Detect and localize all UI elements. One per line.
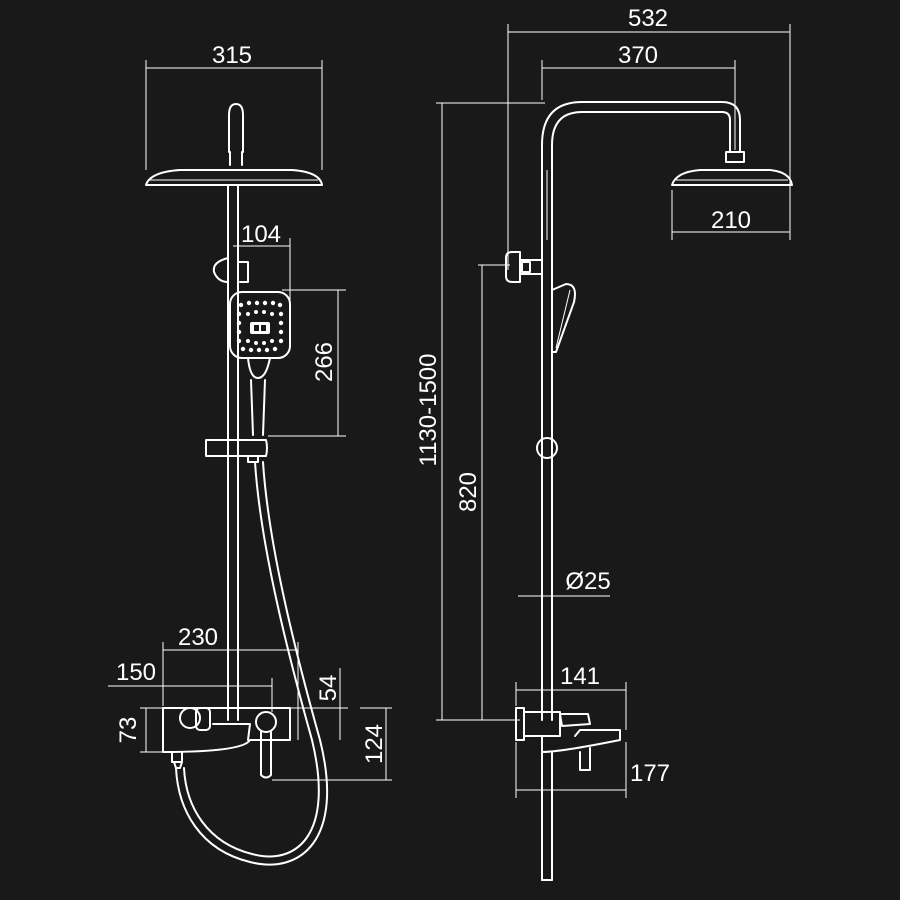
dim-mixer-width-outer: 230 — [178, 624, 218, 651]
hand-shower-head — [229, 291, 291, 359]
side-hand-shower — [551, 283, 576, 353]
dim-riser-height: 820 — [455, 472, 482, 512]
hand-shower-handle — [247, 357, 271, 436]
dim-pipe-diameter: Ø25 — [565, 568, 610, 595]
side-diverter-knob — [505, 251, 543, 283]
front-view — [145, 103, 329, 866]
front-mixer-body — [162, 707, 291, 753]
dim-height-range: 1130-1500 — [415, 354, 442, 467]
side-spout — [541, 729, 621, 753]
dim-overall-width: 532 — [628, 5, 668, 32]
dim-hand-shower-length: 266 — [311, 342, 338, 382]
side-riser-outer — [541, 101, 741, 721]
dim-mixer-height-left: 73 — [115, 717, 142, 744]
hand-shower-nozzles — [236, 300, 284, 353]
front-hose-inner — [183, 461, 320, 858]
side-mixer-body — [523, 711, 561, 737]
front-slider — [205, 439, 268, 457]
dim-arm-length: 370 — [618, 42, 658, 69]
side-view — [505, 101, 793, 881]
dim-overhead-width-side: 210 — [711, 207, 751, 234]
side-riser-inner — [551, 111, 731, 721]
dim-mixer-top-height: 54 — [315, 675, 342, 702]
front-hook — [212, 257, 249, 283]
overhead-shower-head-side — [671, 169, 793, 186]
dim-mixer-total-height: 124 — [361, 724, 388, 764]
overhead-shower-neck — [229, 151, 243, 166]
side-mixer-knob — [515, 707, 525, 741]
side-slider — [536, 437, 558, 459]
side-mixer-lever — [559, 713, 591, 727]
dimension-labels: 532 370 315 210 104 266 1130-1500 820 Ø2… — [115, 5, 751, 787]
dim-hand-shower-offset: 104 — [241, 221, 281, 248]
dim-mixer-width-inner: 150 — [116, 659, 156, 686]
dim-spout-projection: 177 — [630, 760, 670, 787]
overhead-shower-head-front — [145, 169, 323, 186]
overhead-shower-fin — [228, 103, 244, 153]
dim-overhead-width-front: 315 — [212, 42, 252, 69]
front-mixer-lever — [255, 711, 277, 733]
front-hose-outer — [175, 461, 329, 866]
dim-mixer-projection: 141 — [560, 663, 600, 690]
dimension-lines — [108, 24, 791, 798]
